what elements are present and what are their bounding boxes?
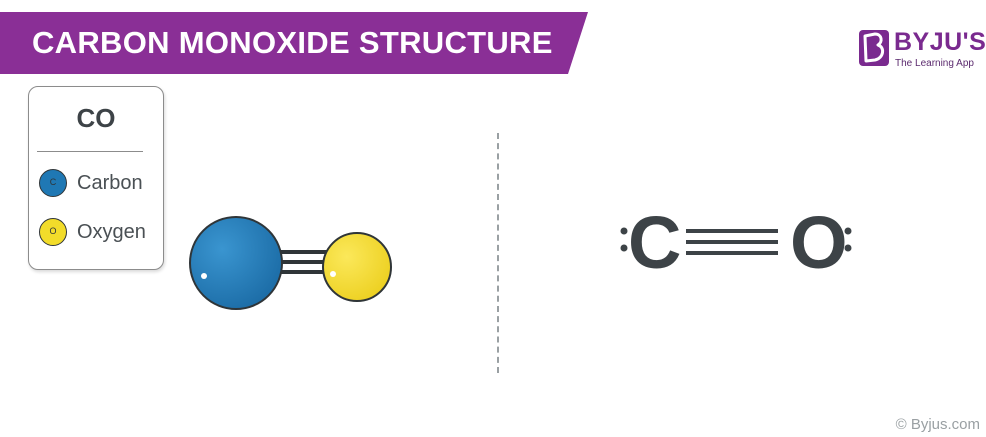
page-title: CARBON MONOXIDE STRUCTURE [32,25,553,60]
copyright-notice: © Byjus.com [895,416,980,433]
byjus-logo: BYJU'S The Learning App [859,28,986,78]
carbon-lone-pair [620,227,628,252]
carbon-atom [189,216,283,310]
oxygen-atom [322,232,392,302]
title-banner: CARBON MONOXIDE STRUCTURE [0,12,590,74]
legend-divider [37,151,143,152]
triple-bond-sticks [270,250,336,274]
legend-item-oxygen: O Oxygen [39,218,159,250]
carbon-swatch: C [39,169,67,197]
ball-and-stick-model [189,216,392,310]
oxygen-lone-pair [844,227,852,252]
byjus-logo-icon [859,30,889,66]
legend-formula: CO [76,103,116,133]
legend-label-oxygen: Oxygen [77,221,146,243]
lewis-oxygen-symbol: O [790,201,848,284]
legend-item-carbon: C Carbon [39,169,159,201]
legend-box: CO C Carbon O Oxygen [28,86,164,270]
logo-name: BYJU'S [894,28,986,56]
section-divider [497,133,499,373]
oxygen-swatch: O [39,218,67,246]
carbon-highlight [201,273,207,279]
title-banner-shape [0,12,588,74]
lewis-carbon-symbol: C [628,201,682,284]
logo-tagline: The Learning App [895,58,974,69]
triple-bond-lines [686,229,778,255]
oxygen-highlight [330,271,336,277]
legend-label-carbon: Carbon [77,172,143,194]
lewis-bonds-and-lone-pairs [620,227,852,255]
